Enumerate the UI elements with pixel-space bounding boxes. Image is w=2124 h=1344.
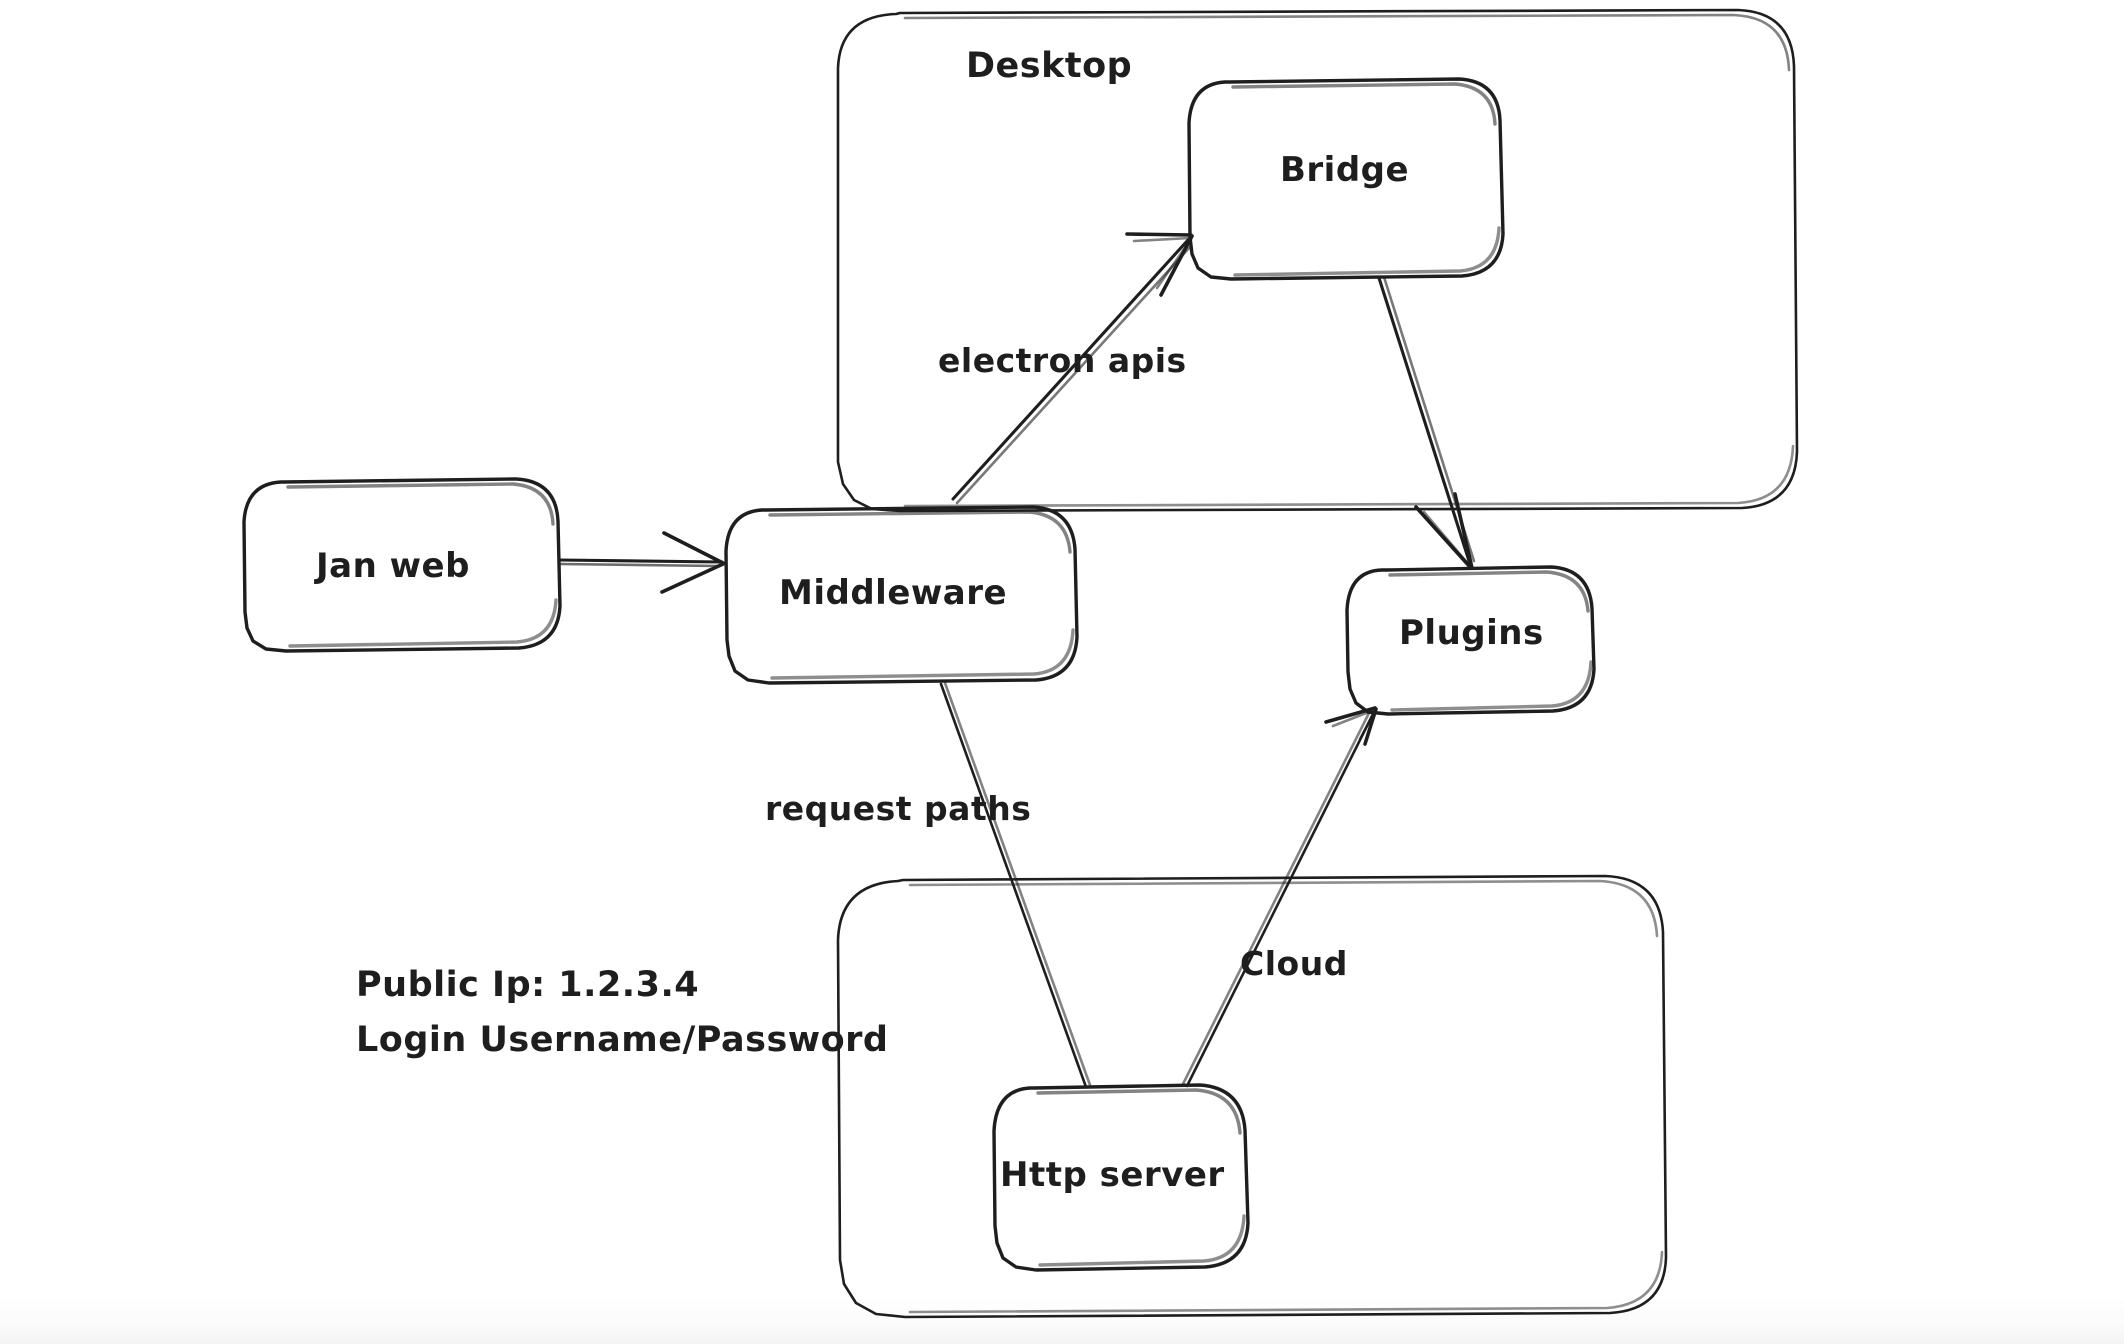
edge-label-request-paths: request paths [765, 789, 1032, 828]
edge-bridge-to-plugins[interactable] [1377, 275, 1476, 570]
container-desktop-outline[interactable] [836, 8, 1799, 513]
container-desktop-label: Desktop [966, 46, 1133, 86]
node-plugins-outline[interactable] [1345, 565, 1596, 716]
node-jan-web-label: Jan web [316, 546, 470, 586]
connection-note-line-1: Public Ip: 1.2.3.4 [356, 965, 700, 1005]
edge-middleware-to-http-server[interactable] [939, 681, 1092, 1089]
node-middleware-outline[interactable] [724, 505, 1079, 685]
connection-note-line-2: Login Username/Password [356, 1020, 889, 1060]
node-http-server-label: Http server [1000, 1155, 1225, 1195]
edge-middleware-to-bridge[interactable] [951, 232, 1194, 505]
container-cloud-outline[interactable] [836, 874, 1668, 1319]
node-http-server-outline[interactable] [992, 1083, 1250, 1272]
node-bridge-outline[interactable] [1187, 77, 1505, 281]
node-plugins-label: Plugins [1399, 613, 1544, 653]
node-bridge-label: Bridge [1280, 150, 1410, 190]
node-middleware-label: Middleware [779, 573, 1008, 613]
edge-jan-web-to-middleware[interactable] [558, 531, 725, 594]
edge-label-cloud: Cloud [1240, 944, 1348, 983]
edge-http-server-to-plugins[interactable] [1181, 706, 1378, 1088]
edge-label-electron-apis: electron apis [938, 341, 1187, 380]
node-jan-web-outline[interactable] [242, 477, 562, 653]
